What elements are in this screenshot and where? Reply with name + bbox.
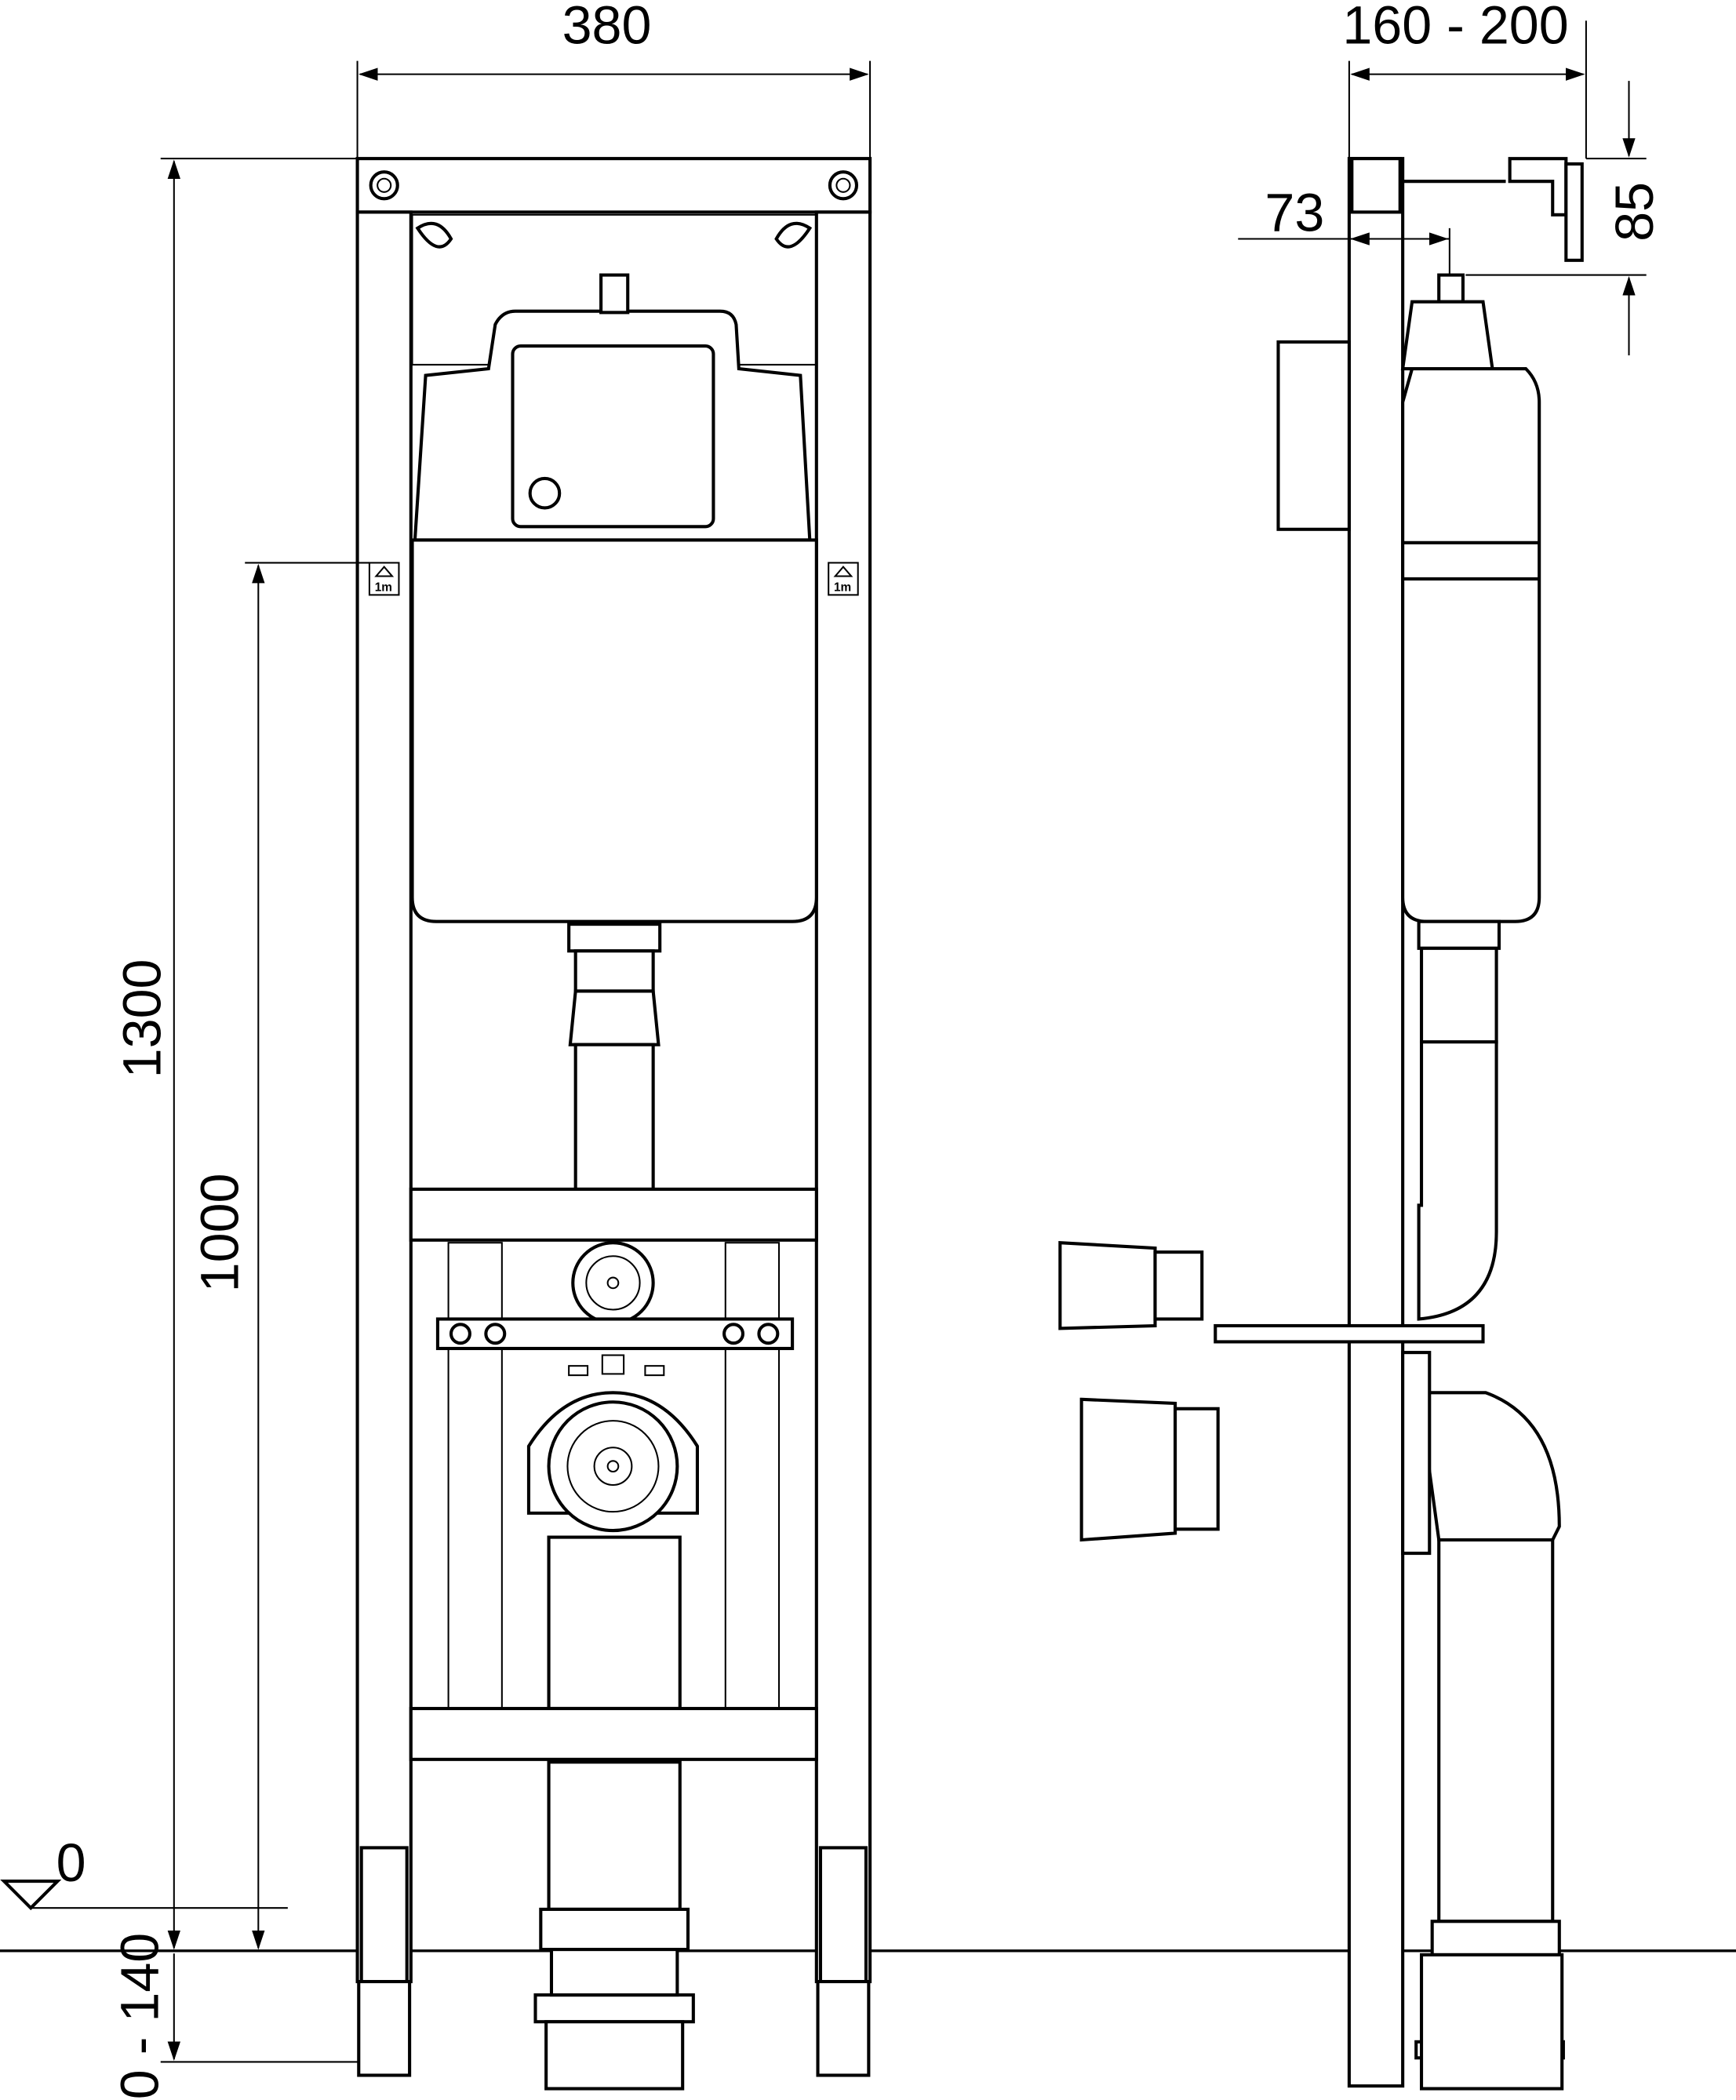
meter-mark-left: 1m (368, 562, 400, 596)
dim-width: 380 (562, 0, 652, 55)
svg-text:1m: 1m (375, 581, 392, 594)
front-view-frame: 1m 1m (355, 157, 872, 2091)
flush-pipe (567, 923, 662, 1191)
meter-mark-right: 1m (828, 562, 859, 596)
dimensions: 380 160 - 200 73 85 1300 1000 0 - 140 0 (0, 0, 1665, 2099)
fitting-large (1079, 1397, 1177, 1542)
dim-floor-level: 0 (56, 1833, 86, 1893)
corrugated-hose-side (1437, 1538, 1555, 1923)
cistern-side (1401, 366, 1541, 923)
dim-leg-adjust: 0 - 140 (110, 1933, 169, 2099)
dim-meter-mark: 1000 (191, 1174, 250, 1293)
dim-depth: 160 - 200 (1342, 0, 1568, 55)
floor-level-symbol (0, 1880, 62, 1911)
dim-height-top: 85 (1605, 182, 1665, 242)
fitting-small (1058, 1241, 1157, 1330)
cistern-front-panel (410, 538, 818, 923)
svg-text:1m: 1m (834, 581, 851, 594)
dim-total-height: 1300 (113, 959, 173, 1079)
corrugated-hose-front (547, 1535, 682, 1711)
side-view-frame (1058, 157, 1584, 2091)
dim-offset: 73 (1265, 183, 1324, 242)
